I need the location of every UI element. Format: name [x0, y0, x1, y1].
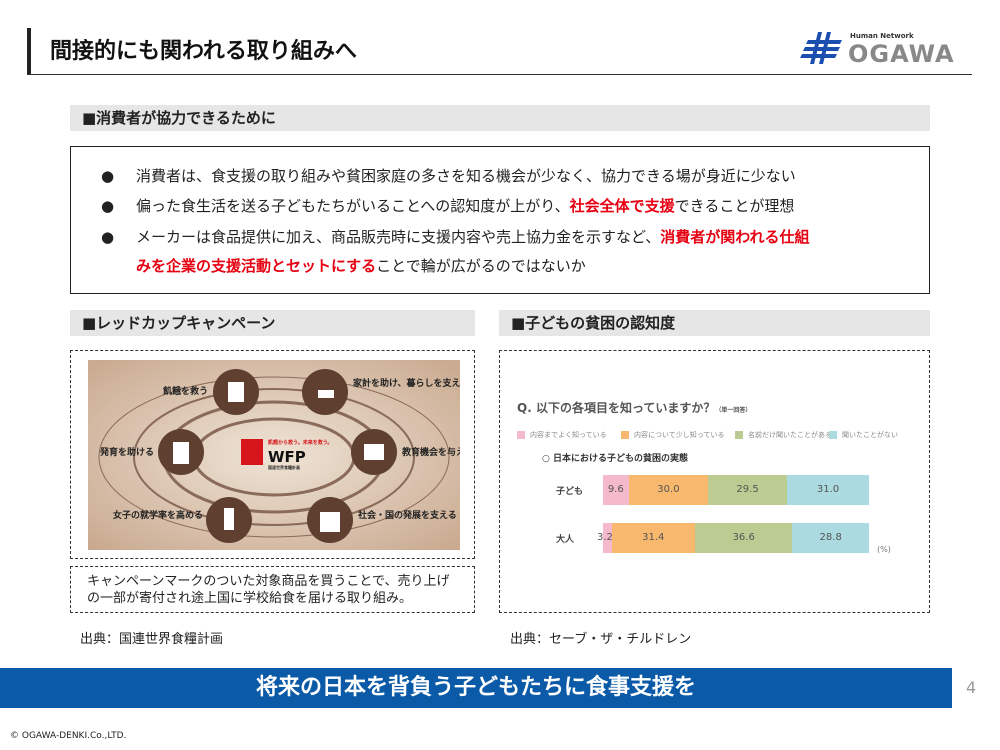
emphasis-text: 社会全体で支援: [569, 197, 675, 215]
svg-text:飢餓から救う。未来を救う。: 飢餓から救う。未来を救う。: [268, 439, 332, 446]
awareness-source: 出典：セーブ・ザ・チルドレン: [510, 632, 692, 647]
bar-segment: 3.2: [597, 523, 613, 553]
legend-swatch: [621, 431, 629, 439]
svg-text:Human Network: Human Network: [850, 32, 914, 40]
bullet-icon: ●: [101, 228, 115, 246]
svg-text:教育機会を与える: 教育機会を与える: [401, 446, 460, 458]
bullet-text: 偏った食生活を送る子どもたちがいることへの認知度が上がり、社会全体で支援できるこ…: [136, 196, 794, 216]
bullet-icon: ●: [101, 167, 115, 185]
section-heading-awareness: ■子どもの貧困の認知度: [499, 310, 930, 336]
chart-unit: (%): [877, 545, 891, 554]
bottom-banner: 将来の日本を背負う子どもたちに食事支援を: [0, 668, 952, 708]
bullet-text-part: 偏った食生活を送る子どもたちがいることへの認知度が上がり、: [136, 197, 570, 215]
emphasis-text: 消費者が関われる仕組: [660, 228, 810, 246]
chart-title: Q. 以下の各項目を知っていますか？（単一回答）: [517, 401, 752, 415]
bar-segment: 36.6: [695, 523, 793, 553]
consumer-points-box: ● 消費者は、食支援の取り組みや貧困家庭の多さを知る機会が少なく、協力できる場が身…: [70, 146, 930, 294]
bar-segment: 31.0: [786, 475, 870, 505]
svg-text:WFP: WFP: [268, 448, 306, 466]
category-label: 子ども: [556, 487, 584, 497]
copyright: © OGAWA-DENKI.Co.,LTD.: [10, 731, 127, 741]
red-cup-image-frame: 飢餓を救う 家計を助け、暮らしを支える 発育を助ける 教育機会を与える 女子の就…: [70, 350, 475, 559]
svg-text:社会・国の発展を支える: 社会・国の発展を支える: [357, 509, 457, 521]
section-heading-red-cup: ■レッドカップキャンペーン: [70, 310, 475, 336]
legend-swatch: [829, 431, 837, 439]
legend-item: 内容について少し知っている: [621, 430, 724, 440]
svg-text:OGAWA: OGAWA: [848, 40, 955, 66]
bullet-text-part: できることが理想: [674, 197, 795, 215]
bullet-text-part: メーカーは食品提供に加え、商品販売時に支援内容や売上協力金を示すなど、: [136, 228, 661, 246]
legend-item: 聞いたことがない: [829, 430, 898, 440]
bullet-text-part: 消費者は、食支援の取り組みや貧困家庭の多さを知る機会が少なく、協力できる場が身近…: [136, 167, 796, 185]
legend-swatch: [517, 431, 525, 439]
page-number: 4: [966, 678, 977, 697]
title-divider: [27, 74, 972, 75]
bar-segment: 30.0: [628, 475, 709, 505]
svg-text:家計を助け、暮らしを支える: 家計を助け、暮らしを支える: [353, 377, 460, 389]
emphasis-text: みを企業の支援活動とセットにする: [136, 257, 377, 275]
legend-label: 聞いたことがない: [842, 431, 898, 439]
svg-text:女子の就学率を高める: 女子の就学率を高める: [113, 509, 203, 521]
svg-text:発育を助ける: 発育を助ける: [99, 446, 154, 458]
legend-label: 内容までよく知っている: [530, 431, 607, 439]
red-cup-caption: キャンペーンマークのついた対象商品を買うことで、売り上げの一部が寄付され途上国に…: [70, 566, 475, 613]
bar-segment: 28.8: [792, 523, 869, 553]
legend-item: 内容までよく知っている: [517, 430, 607, 440]
bullet-text: みを企業の支援活動とセットにすることで輪が広がるのではないか: [136, 256, 586, 276]
legend-swatch: [735, 431, 743, 439]
ogawa-logo: Human Network OGAWA: [800, 26, 980, 68]
bar-segment: 29.5: [708, 475, 787, 505]
svg-text:国連世界食糧計画: 国連世界食糧計画: [268, 464, 300, 470]
bullet-text-part: ことで輪が広がるのではないか: [376, 257, 586, 275]
bullet-icon: ●: [101, 197, 115, 215]
legend-item: 名前だけ聞いたことがある: [735, 430, 832, 440]
bullet-text: メーカーは食品提供に加え、商品販売時に支援内容や売上協力金を示すなど、消費者が関…: [136, 227, 810, 247]
title-accent-bar: [27, 28, 31, 75]
wfp-campaign-image: 飢餓を救う 家計を助け、暮らしを支える 発育を助ける 教育機会を与える 女子の就…: [88, 360, 460, 550]
bar-segment: 9.6: [603, 475, 629, 505]
awareness-chart-frame: [499, 350, 930, 613]
svg-text:飢餓を救う: 飢餓を救う: [162, 385, 208, 397]
legend-label: 内容について少し知っている: [634, 431, 725, 439]
red-cup-source: 出典：国連世界食糧計画: [80, 632, 224, 647]
section-heading-consumers: ■消費者が協力できるために: [70, 105, 930, 131]
bullet-text: 消費者は、食支援の取り組みや貧困家庭の多さを知る機会が少なく、協力できる場が身近…: [136, 166, 796, 186]
chart-subtitle: ○ 日本における子どもの貧困の実態: [542, 454, 688, 464]
category-label: 大人: [556, 535, 575, 545]
legend-label: 名前だけ聞いたことがある: [748, 431, 832, 439]
bar-segment: 31.4: [611, 523, 696, 553]
page-title: 間接的にも関われる取り組みへ: [50, 39, 357, 64]
